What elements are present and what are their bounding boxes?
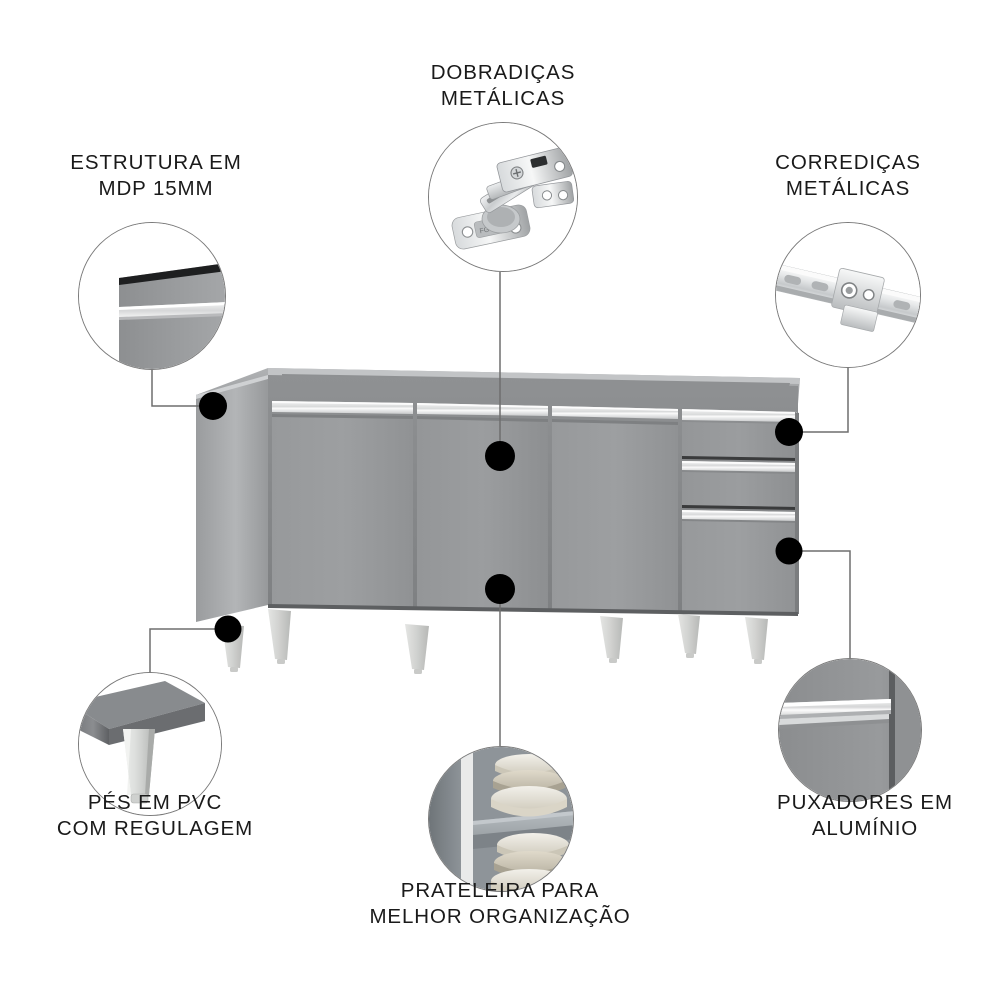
cabinet-door-3[interactable] bbox=[552, 406, 678, 613]
anchor-dot-pes bbox=[214, 615, 242, 643]
detail-bubble-dobradicas: FGV bbox=[428, 122, 578, 272]
anchor-dot-dobradicas bbox=[485, 441, 515, 471]
leg-5 bbox=[745, 617, 768, 664]
panel-edge-detail-icon bbox=[79, 223, 225, 369]
callout-label-pes: PÉS EM PVC COM REGULAGEM bbox=[56, 791, 254, 841]
callout-label-corredicas: CORREDIÇAS METÁLICAS bbox=[775, 151, 921, 201]
callout-label-dobradicas: DOBRADIÇAS METÁLICAS bbox=[430, 61, 576, 111]
callout-label-puxadores: PUXADORES EM ALUMÍNIO bbox=[777, 791, 953, 841]
anchor-dot-puxadores bbox=[775, 537, 803, 565]
cabinet-door-2[interactable] bbox=[417, 403, 548, 611]
drawer-column bbox=[682, 409, 799, 614]
detail-bubble-estrutura bbox=[78, 222, 226, 370]
detail-bubble-puxadores bbox=[778, 658, 922, 802]
callout-label-prateleira: PRATELEIRA PARA MELHOR ORGANIZAÇÃO bbox=[369, 879, 631, 929]
aluminium-handle-detail-icon bbox=[779, 659, 921, 801]
dish-stack-upper bbox=[491, 754, 567, 817]
drawer-3[interactable] bbox=[682, 510, 797, 614]
detail-bubble-corredicas bbox=[775, 222, 921, 368]
anchor-dot-corredicas bbox=[775, 418, 803, 446]
leg-4 bbox=[678, 614, 700, 658]
cabinet-legs bbox=[222, 609, 768, 674]
metal-hinge-detail-icon: FGV bbox=[429, 123, 577, 271]
anchor-dot-estrutura bbox=[199, 392, 227, 420]
cabinet-door-1[interactable] bbox=[272, 401, 413, 609]
leg-1 bbox=[268, 609, 291, 664]
detail-bubble-pes bbox=[78, 672, 222, 816]
leg-2 bbox=[405, 624, 429, 674]
callout-label-estrutura: ESTRUTURA EM MDP 15MM bbox=[70, 151, 242, 201]
svg-text:FGV: FGV bbox=[479, 225, 495, 235]
pvc-leg-detail-icon bbox=[79, 673, 221, 815]
drawer-2[interactable] bbox=[682, 461, 797, 510]
metal-drawer-slide-detail-icon bbox=[776, 223, 920, 367]
drawer-1[interactable] bbox=[682, 409, 797, 461]
anchor-dot-prateleira bbox=[485, 574, 515, 604]
shelf-with-dishes-detail-icon bbox=[429, 747, 573, 891]
leg-3 bbox=[600, 616, 623, 663]
cabinet-bottom-edge bbox=[268, 604, 798, 616]
detail-bubble-prateleira bbox=[428, 746, 574, 892]
